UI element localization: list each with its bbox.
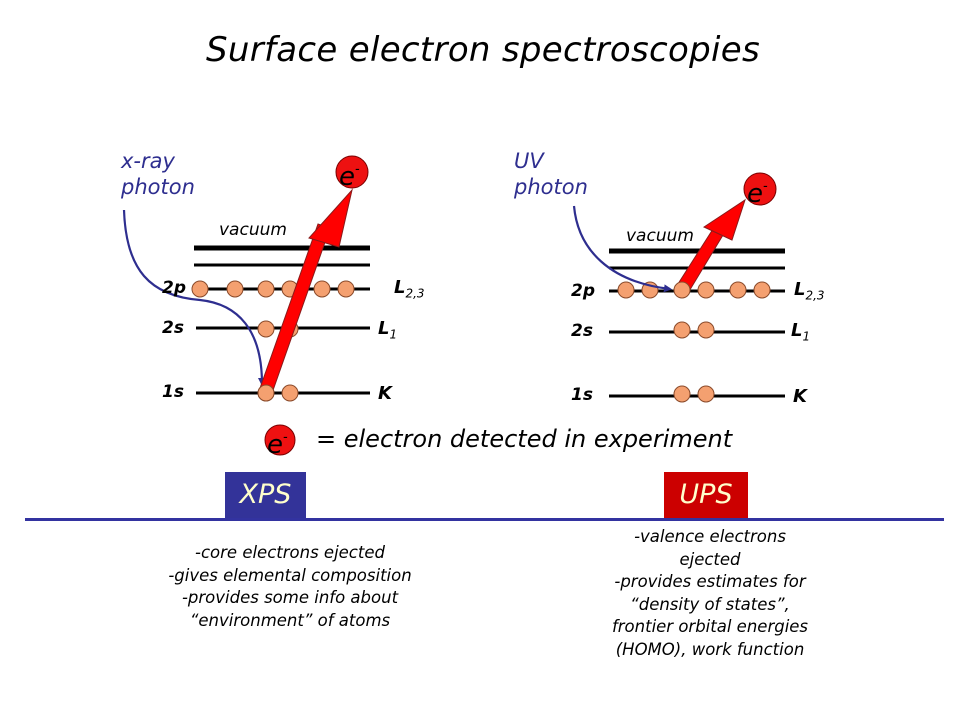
electron-dots-2p	[191, 280, 355, 298]
ejected-electron-symbol: e-	[747, 179, 768, 209]
electron-dots-2s	[673, 321, 715, 339]
orbital-label-2p: 2p	[162, 278, 186, 298]
legend-text: = electron detected in experiment	[316, 425, 733, 453]
electron-dots-1s	[673, 385, 715, 403]
ups-note: -valence electrons	[634, 527, 786, 546]
ejected-electron-symbol: e-	[339, 162, 360, 192]
ups-diagram	[572, 172, 785, 403]
photon-arrow-icon	[572, 205, 672, 293]
orbital-label-1s: 1s	[162, 382, 184, 402]
xps-badge: XPS	[225, 472, 306, 520]
uv-photon-label: UV photon	[514, 149, 588, 199]
shell-label-K: K	[793, 386, 807, 407]
ups-note: frontier orbital energies	[611, 617, 809, 636]
vacuum-label: vacuum	[626, 226, 694, 246]
orbital-label-2s: 2s	[571, 321, 593, 341]
shell-label-K: K	[378, 383, 392, 404]
shell-label-L23: L2,3	[794, 279, 825, 303]
vacuum-label: vacuum	[219, 220, 287, 240]
xps-note: -core electrons ejected	[195, 543, 385, 562]
xray-photon-label: x-ray photon	[121, 149, 195, 199]
xps-diagram	[122, 155, 370, 402]
ejection-arrow-icon	[257, 188, 353, 402]
section-divider	[25, 518, 944, 521]
ejected-electron-icon	[743, 172, 777, 206]
ejection-arrow-icon	[673, 198, 746, 299]
ejected-electron-icon	[335, 155, 369, 189]
xps-note: -provides some info about	[181, 588, 399, 607]
photon-arrow-icon	[122, 209, 266, 386]
legend-electron-icon	[264, 424, 296, 456]
orbital-label-2s: 2s	[162, 318, 184, 338]
ups-note: (HOMO), work function	[615, 639, 805, 659]
ups-note: -provides estimates for	[614, 572, 806, 591]
xps-note: “environment” of atoms	[189, 610, 391, 630]
ups-notes: -valence electrons ejected -provides est…	[565, 526, 855, 661]
shell-label-L1: L1	[791, 320, 811, 344]
ups-note: ejected	[679, 549, 741, 569]
ups-note: “density of states”,	[630, 594, 790, 614]
slide-title: Surface electron spectroscopies	[206, 30, 760, 70]
shell-label-L23: L2,3	[394, 277, 425, 301]
xps-note: -gives elemental composition	[168, 565, 412, 585]
legend-electron-symbol: e-	[267, 430, 288, 460]
orbital-label-1s: 1s	[571, 385, 593, 405]
xps-notes: -core electrons ejected -gives elemental…	[130, 542, 450, 632]
orbital-label-2p: 2p	[571, 281, 595, 301]
ups-badge: UPS	[664, 472, 748, 520]
shell-label-L1: L1	[378, 318, 398, 342]
